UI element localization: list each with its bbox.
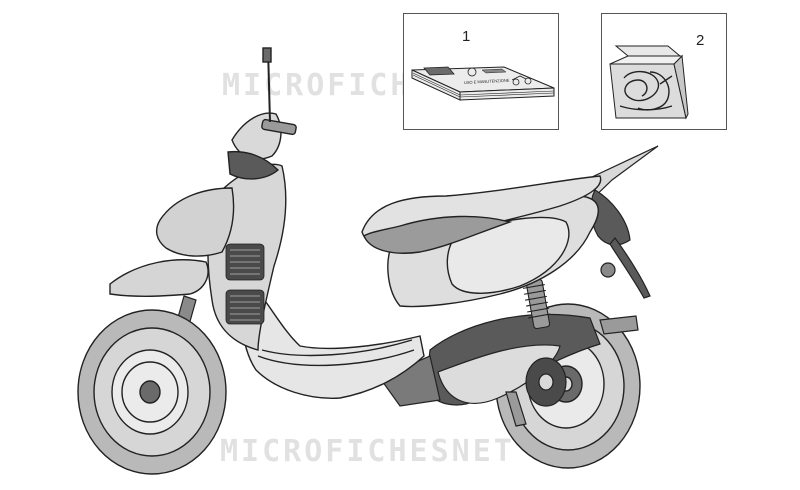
watermark-bottom: MICROFICHESNET [220, 434, 515, 469]
seat-icon [361, 175, 602, 254]
manual-cover-text: USO E MANUTENZIONE [464, 78, 510, 85]
body-panel-icon [387, 195, 599, 308]
air-vent-icon [225, 243, 265, 325]
manual-booklets-icon: USO E MANUTENZIONE [411, 66, 555, 101]
engine-icon [379, 313, 639, 407]
callout-box-2: 2 [601, 13, 727, 130]
callout-number-2: 2 [696, 32, 705, 49]
callout-box-1: 1 USO E MANUTENZIONE [403, 13, 559, 130]
decal-kit-icon [609, 45, 689, 120]
floorboard-icon [240, 278, 425, 399]
callout-number-1: 1 [462, 28, 471, 45]
front-wheel-icon [77, 309, 227, 475]
handlebar-icon [227, 47, 297, 180]
kickstand-icon [505, 391, 527, 427]
rear-tail-icon [574, 145, 659, 299]
